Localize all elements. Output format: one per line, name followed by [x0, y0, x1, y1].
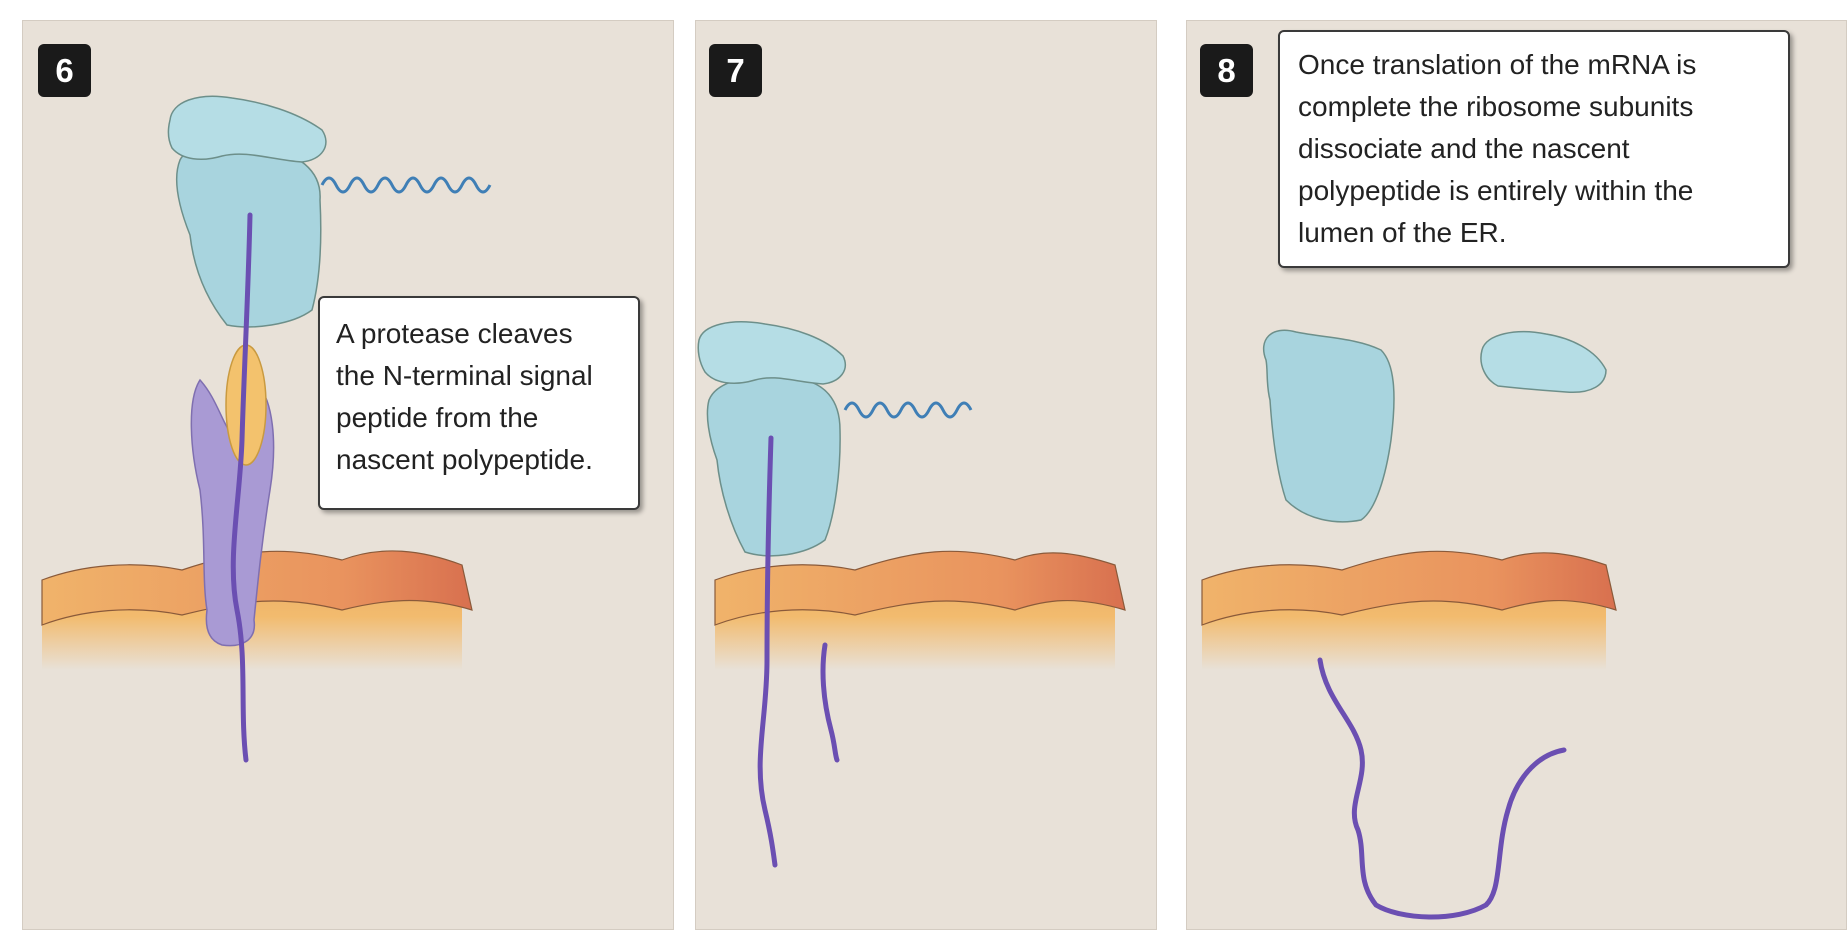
- er-membrane: [1202, 551, 1616, 670]
- callout-line: peptide from the: [336, 397, 626, 439]
- callout-line: lumen of the ER.: [1298, 212, 1778, 254]
- panel-step-7: 7: [695, 20, 1157, 930]
- ribosome-large-subunit: [707, 376, 840, 556]
- step-number-badge: 8: [1200, 44, 1253, 97]
- panel-7-illustration: [695, 20, 1157, 930]
- ribosome-small-subunit: [168, 96, 326, 162]
- panel-step-8: 8 Once translation of the mRNA is comple…: [1186, 20, 1847, 930]
- callout-line: the N-terminal signal: [336, 355, 626, 397]
- mrna: [322, 178, 490, 192]
- step-number-badge: 7: [709, 44, 762, 97]
- callout-line: dissociate and the nascent: [1298, 128, 1778, 170]
- mrna: [845, 403, 971, 417]
- callout-step-8: Once translation of the mRNA is complete…: [1278, 30, 1790, 268]
- er-membrane: [715, 551, 1125, 670]
- callout-line: polypeptide is entirely within the: [1298, 170, 1778, 212]
- callout-line: complete the ribosome subunits: [1298, 86, 1778, 128]
- callout-line: Once translation of the mRNA is: [1298, 44, 1778, 86]
- ribosome-small-subunit: [698, 322, 845, 384]
- ribosome-small-subunit: [1481, 332, 1606, 393]
- callout-line: nascent polypeptide.: [336, 439, 626, 481]
- callout-step-6: A protease cleaves the N-terminal signal…: [318, 296, 640, 510]
- ribosome-large-subunit: [1264, 330, 1394, 522]
- panel-step-6: 6 A protease cleaves the N-terminal sign…: [22, 20, 674, 930]
- step-number-badge: 6: [38, 44, 91, 97]
- polypeptide-in-lumen: [1320, 660, 1564, 917]
- callout-line: A protease cleaves: [336, 313, 626, 355]
